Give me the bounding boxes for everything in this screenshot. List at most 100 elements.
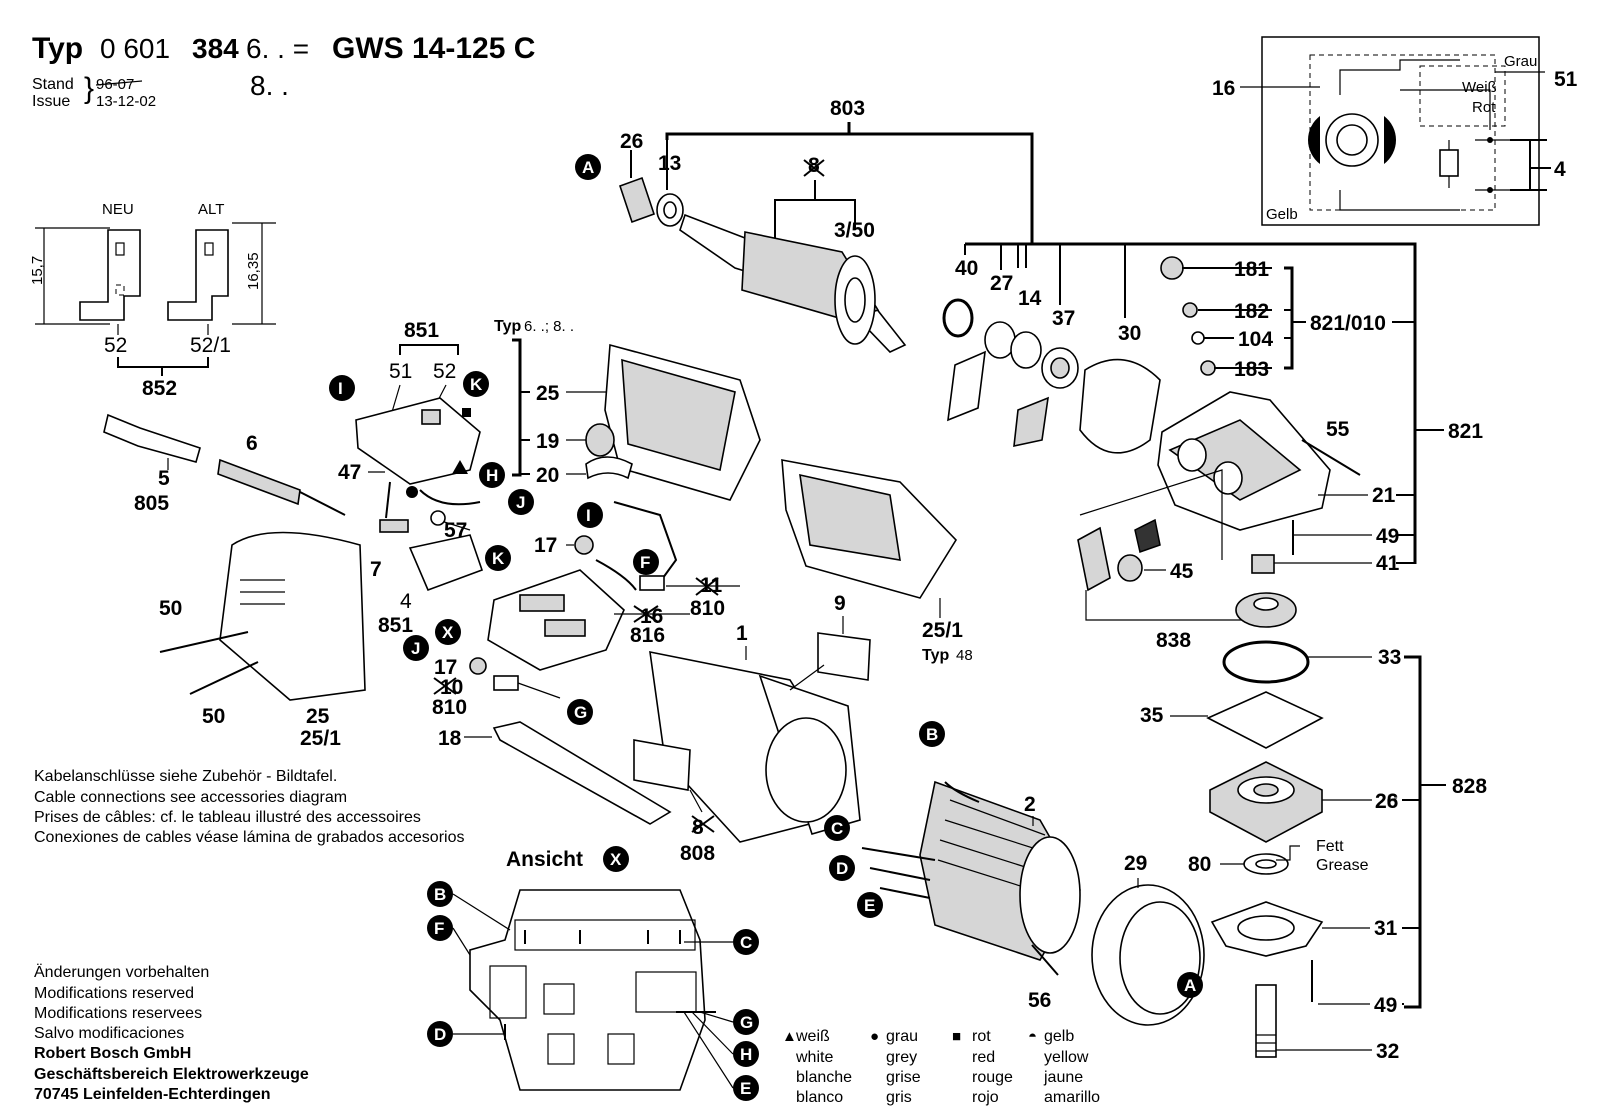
svg-text:gris: gris <box>886 1089 912 1106</box>
label-45: 45 <box>1170 560 1194 583</box>
header: Typ 0 601 384 6. . = GWS 14-125 C 8. . S… <box>32 32 535 110</box>
bearing-group: 40 27 14 37 30 <box>942 242 1417 564</box>
field-group: 2 56 29 <box>861 780 1205 1026</box>
nut-45 <box>1117 554 1143 582</box>
footer: Änderungen vorbehalten Modifications res… <box>34 963 309 1103</box>
washer-104 <box>1191 331 1205 345</box>
label-4: 4 <box>400 590 412 613</box>
label-182: 182 <box>1234 300 1269 323</box>
screw-47 <box>385 481 391 519</box>
model-variant: 8. . <box>250 70 289 101</box>
label-810b: 810 <box>432 696 467 719</box>
ansicht-callout: X <box>610 850 622 869</box>
callout-K-bottom: K <box>485 545 511 571</box>
label-37: 37 <box>1052 307 1075 330</box>
svg-text:K: K <box>470 375 483 394</box>
svg-text:blanco: blanco <box>796 1089 843 1106</box>
wire-gelb: Gelb <box>1266 206 1298 223</box>
spring-17b <box>469 657 487 675</box>
label-4-wiring: 4 <box>1554 158 1566 181</box>
callout-J-bottom: J <box>403 635 429 661</box>
pinion-45 <box>1077 526 1111 592</box>
svg-text:E: E <box>864 896 875 915</box>
svg-text:rot: rot <box>972 1028 991 1045</box>
model-name: GWS 14-125 C <box>332 32 535 65</box>
callout-X: X <box>435 619 461 645</box>
label-17a: 17 <box>534 534 557 557</box>
label-26: 26 <box>620 130 643 153</box>
svg-text:C: C <box>740 933 752 952</box>
brush-11 <box>639 575 665 591</box>
ansicht-view: Ansicht X B F C D G H E <box>427 846 759 1101</box>
svg-text:D: D <box>836 859 848 878</box>
end-cap-25 <box>219 531 366 701</box>
svg-text:A: A <box>1184 976 1196 995</box>
switch-851 <box>355 397 481 485</box>
cable-note: Kabelanschlüsse siehe Zubehör - Bildtafe… <box>34 768 464 846</box>
bearing-14 <box>1010 331 1042 369</box>
callout-I-brush: I <box>577 502 603 528</box>
grease-label: Grease <box>1316 857 1369 874</box>
ansicht-callout-G: G <box>733 1009 759 1035</box>
dim-left: 15,7 <box>29 256 46 285</box>
label-5: 5 <box>158 467 170 490</box>
ansicht-callout-B: B <box>427 881 453 907</box>
label-16-wiring: 16 <box>1212 77 1235 100</box>
ansicht-callout-D: D <box>427 1021 453 1047</box>
wire-rot: Rot <box>1472 99 1496 116</box>
label-plate-8 <box>633 739 691 791</box>
ansicht-callout-C: C <box>733 929 759 955</box>
pin-slot-neu-dashed <box>115 284 125 296</box>
label-6: 6 <box>246 432 258 455</box>
typ-number: 0 601 <box>100 33 170 64</box>
handle-group: Typ 6. .; 8. . 25 19 20 25/1 Typ 48 <box>494 318 973 664</box>
label-28: 28 <box>1375 790 1399 813</box>
company-name: Robert Bosch GmbH <box>34 1045 191 1062</box>
armature-group: 803 26 13 8 3/50 <box>618 97 1034 353</box>
nut-41 <box>1251 554 1275 574</box>
ansicht-callout-E: E <box>733 1075 759 1101</box>
screw-55 <box>1301 439 1361 476</box>
o-ring-33 <box>1222 640 1310 684</box>
svg-text:grau: grau <box>886 1028 918 1045</box>
gasket-35 <box>1206 691 1324 749</box>
label-838: 838 <box>1156 629 1191 652</box>
label-3-50: 3/50 <box>834 219 875 242</box>
motor-housing-group: 17 11 810 16 816 17 10 810 18 1 <box>432 501 871 865</box>
wire-weiss: Weiß <box>1462 79 1497 96</box>
wiring-frame <box>1261 36 1540 226</box>
switch-4 <box>408 534 484 592</box>
plug-805 <box>103 413 201 463</box>
fan-nut-26 <box>618 176 656 224</box>
pin-slot-neu <box>115 242 125 256</box>
svg-text:weiß: weiß <box>795 1028 830 1045</box>
svg-text:rojo: rojo <box>972 1089 999 1106</box>
changes-en: Modifications reserved <box>34 985 194 1002</box>
svg-text:gelb: gelb <box>1044 1028 1074 1045</box>
label-851b: 851 <box>378 614 413 637</box>
callout-A-top: A <box>575 154 601 180</box>
wiring-diagram: Grau Weiß Rot Gelb 16 51 4 <box>1212 36 1578 226</box>
typ-suffix: 6. . = <box>246 33 309 64</box>
capacitor-symbol <box>1439 149 1459 177</box>
changes-fr: Modifications reservees <box>34 1005 202 1022</box>
label-816: 816 <box>630 624 665 647</box>
svg-text:I: I <box>338 379 343 398</box>
label-18: 18 <box>438 727 462 750</box>
svg-text:blanche: blanche <box>796 1069 852 1086</box>
svg-text:grey: grey <box>886 1049 917 1066</box>
pin-slot-alt <box>204 242 214 256</box>
typ68-value: 6. .; 8. . <box>524 318 574 335</box>
typ68-label: Typ <box>494 318 521 335</box>
svg-text:F: F <box>434 919 444 938</box>
typ-number-bold: 384 <box>192 33 239 64</box>
plug-detail: NEU ALT 15,7 16,35 52 52/1 852 <box>29 201 276 400</box>
label-9: 9 <box>834 592 846 615</box>
plug-pin-neu <box>79 229 141 321</box>
label-14: 14 <box>1018 287 1042 310</box>
label-50b: 50 <box>202 705 225 728</box>
alt-label: ALT <box>198 201 224 218</box>
svg-text:A: A <box>582 158 594 177</box>
label-41: 41 <box>1376 552 1400 575</box>
